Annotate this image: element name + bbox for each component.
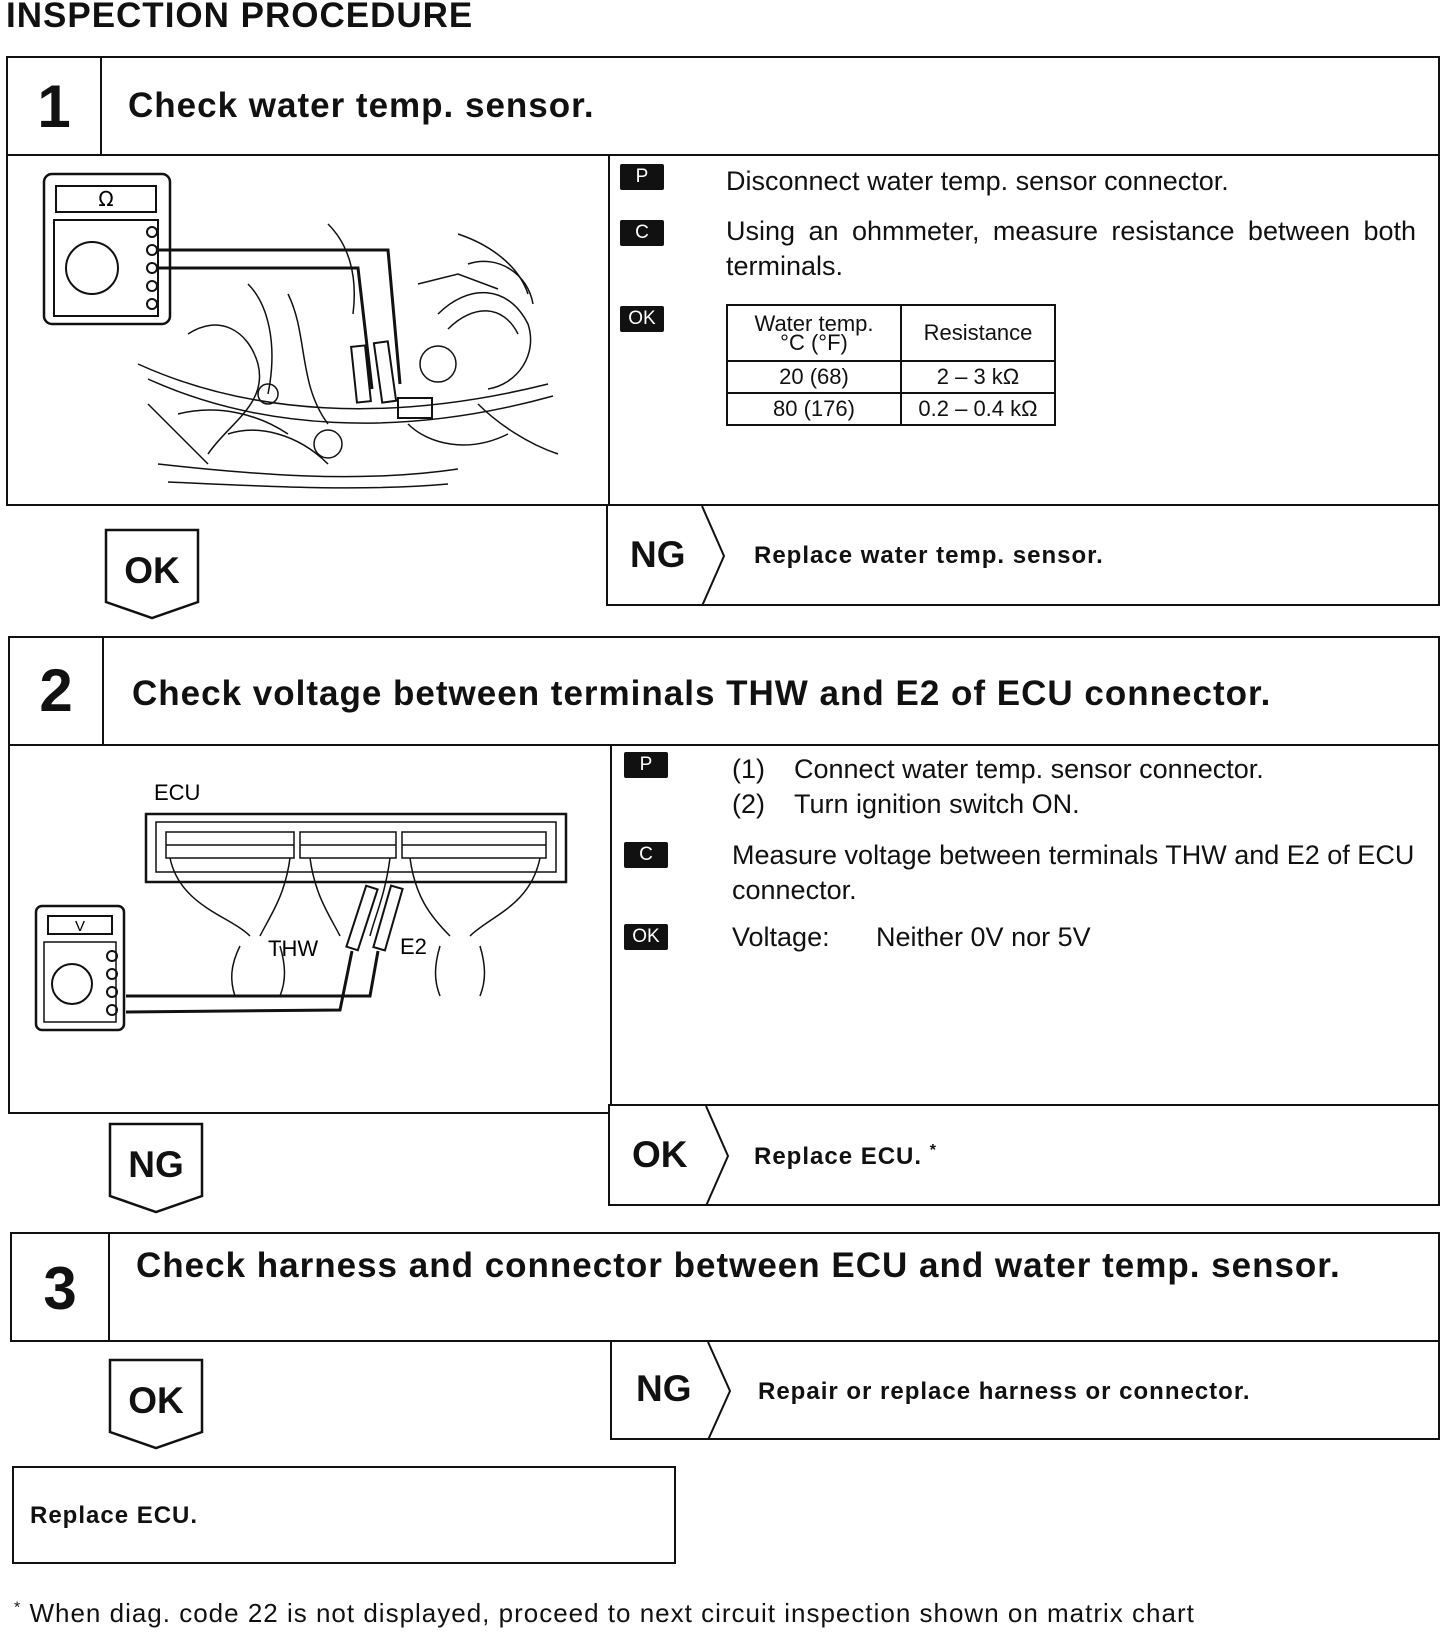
header-water-temp: Water temp. °C (°F) (726, 304, 902, 362)
step1-title: Check water temp. sensor. (128, 86, 595, 125)
step2-prep2-num: (2) (732, 789, 765, 819)
step1-ng-label: NG (630, 534, 686, 575)
thw-label: THW (268, 936, 318, 961)
step2-ng-arrow: NG (108, 1122, 204, 1214)
row2-temp: 80 (176) (726, 392, 902, 426)
ohm-symbol: Ω (98, 187, 113, 211)
header-water-temp-line1: Water temp. (754, 311, 874, 336)
ecu-label: ECU (154, 780, 200, 805)
step1-header: 1 Check water temp. sensor. (6, 56, 1440, 156)
footnote-text: When diag. code 22 is not displayed, pro… (29, 1598, 1195, 1628)
footnote: * When diag. code 22 is not displayed, p… (14, 1598, 1444, 1629)
step1-body-divider (608, 156, 610, 504)
step2-ok-value: Neither 0V nor 5V (876, 922, 1091, 952)
row1-temp: 20 (68) (726, 360, 902, 394)
footnote-mark: * (14, 1599, 22, 1617)
header-resistance: Resistance (900, 304, 1056, 362)
step2-check-text: Measure voltage between terminals THW an… (732, 840, 1415, 905)
prep-tag: P (620, 164, 664, 190)
ohmmeter-illustration: Ω (28, 164, 598, 494)
step2-ok-box: OK Replace ECU. * (608, 1104, 1440, 1206)
e2-label: E2 (400, 934, 427, 959)
step1-prep-text: Disconnect water temp. sensor connector. (726, 166, 1229, 196)
step3-ok-label: OK (128, 1380, 184, 1421)
table-header-row: Water temp. °C (°F) Resistance (726, 304, 1056, 362)
step1-ok-label: OK (124, 550, 180, 591)
header-water-temp-line2: °C (°F) (780, 330, 848, 355)
step2-ok-action-text: Replace ECU. (754, 1143, 923, 1170)
step1-check-text: Using an ohmmeter, measure resistance be… (726, 216, 1416, 281)
check-tag: C (624, 842, 668, 868)
step2-body: ECU THW E2 (8, 744, 1440, 1114)
resistance-table: Water temp. °C (°F) Resistance 20 (68) 2… (726, 304, 1056, 426)
final-action-box: Replace ECU. (12, 1466, 676, 1564)
step2-number-divider (102, 638, 104, 744)
step2-prep2-text: Turn ignition switch ON. (794, 789, 1080, 819)
page-title: INSPECTION PROCEDURE (6, 0, 474, 35)
step1-body: Ω (6, 154, 1440, 506)
step2-ok-label: OK (632, 1134, 688, 1175)
step2-title: Check voltage between terminals THW and … (132, 674, 1272, 713)
step2-number: 2 (39, 657, 73, 724)
step1-ng-chevron (701, 506, 726, 606)
step3-header: 3 Check harness and connector between EC… (10, 1232, 1440, 1342)
step1-ok-arrow: OK (104, 528, 200, 620)
final-action-text: Replace ECU. (30, 1502, 199, 1529)
step3-ng-label: NG (636, 1368, 692, 1409)
step3-title: Check harness and connector between ECU … (136, 1246, 1341, 1285)
step3-ok-arrow: OK (108, 1358, 204, 1450)
prep-tag: P (624, 752, 668, 778)
step1-number: 1 (37, 73, 71, 140)
step3-ng-box: NG Repair or replace harness or connecto… (610, 1340, 1440, 1440)
table-row: 20 (68) 2 – 3 kΩ (726, 360, 1056, 394)
step2-footnote-mark: * (929, 1142, 937, 1159)
ok-tag: OK (620, 306, 664, 332)
row2-resistance: 0.2 – 0.4 kΩ (900, 392, 1056, 426)
ecu-voltmeter-diagram: ECU THW E2 (30, 766, 590, 1066)
step2-prep1-num: (1) (732, 754, 765, 784)
step2-ok-action: Replace ECU. * (754, 1142, 937, 1171)
step2-header: 2 Check voltage between terminals THW an… (8, 636, 1440, 746)
step1-ng-action: Replace water temp. sensor. (754, 542, 1104, 569)
step3-number-divider (108, 1234, 110, 1340)
step2-ok-chevron (705, 1106, 730, 1206)
step1-ng-box: NG Replace water temp. sensor. (606, 504, 1440, 606)
step2-body-divider (610, 746, 612, 1112)
step1-number-divider (100, 58, 102, 154)
step2-ok-label: Voltage: (732, 922, 830, 952)
ok-tag: OK (624, 924, 668, 950)
step2-ng-label: NG (128, 1144, 184, 1185)
volt-symbol: V (75, 918, 85, 935)
step2-prep1-text: Connect water temp. sensor connector. (794, 754, 1264, 784)
step3-ng-action: Repair or replace harness or connector. (758, 1378, 1251, 1405)
check-tag: C (620, 220, 664, 246)
table-row: 80 (176) 0.2 – 0.4 kΩ (726, 392, 1056, 426)
row1-resistance: 2 – 3 kΩ (900, 360, 1056, 394)
step3-ng-chevron (707, 1342, 732, 1440)
step3-number: 3 (43, 1255, 77, 1322)
